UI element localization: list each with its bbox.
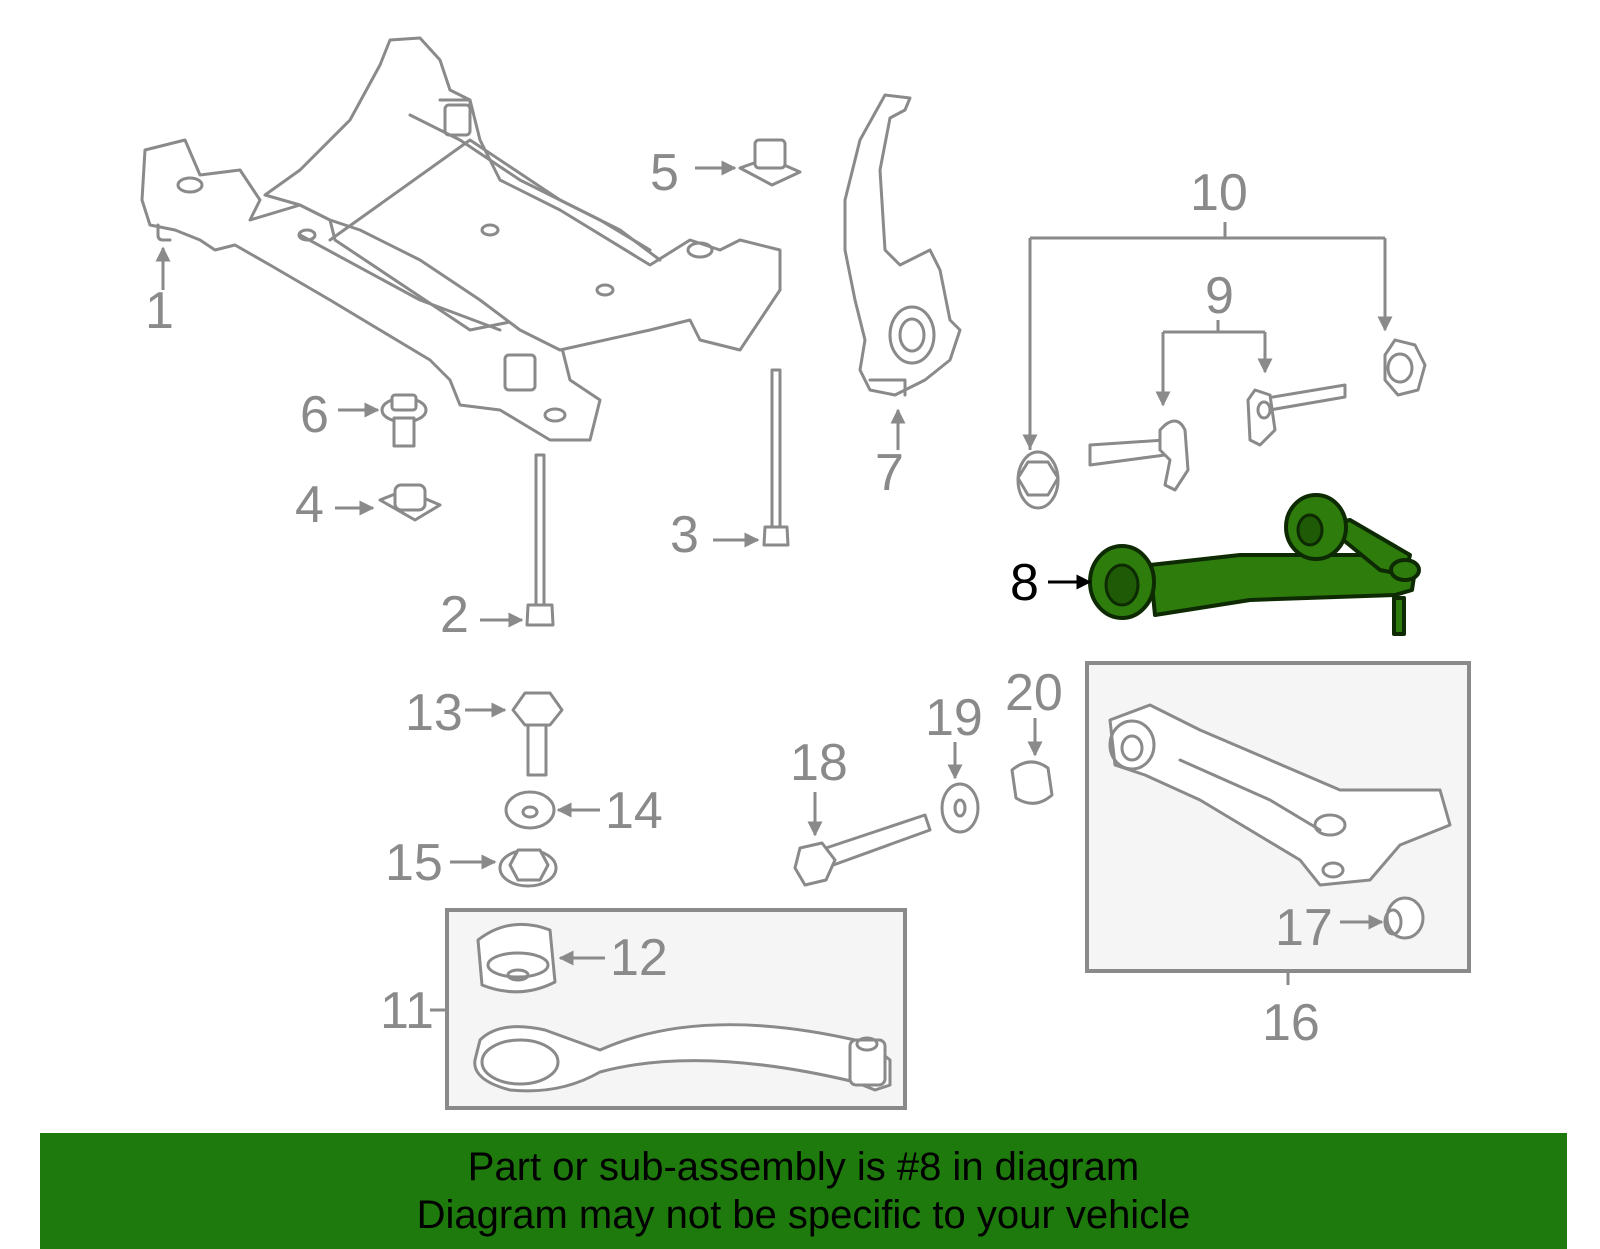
callout-6: 6: [300, 386, 329, 444]
banner-line-1: Part or sub-assembly is #8 in diagram: [467, 1145, 1140, 1189]
callout-4: 4: [295, 476, 324, 534]
bolt-part-18: [793, 813, 932, 887]
bushing-part-17: [1383, 896, 1425, 940]
callout-5: 5: [650, 144, 679, 202]
callout-9: 9: [1205, 267, 1234, 325]
nut-part-15: [498, 848, 558, 888]
callout-11: 11: [380, 982, 434, 1040]
callout-15: 15: [385, 834, 443, 892]
callout-12: 12: [610, 929, 668, 987]
callout-3: 3: [670, 506, 699, 564]
callout-20: 20: [1005, 664, 1063, 722]
bushing-part-20: [1010, 760, 1054, 805]
callout-13: 13: [405, 684, 463, 742]
callout-14: 14: [605, 782, 663, 840]
banner-line-2: Diagram may not be specific to your vehi…: [416, 1193, 1191, 1237]
long-bolt-part-2: [525, 453, 555, 627]
callout-10: 10: [1190, 164, 1248, 222]
callout-8: 8: [1010, 554, 1039, 612]
callout-17: 17: [1275, 899, 1333, 957]
flange-bolt-part-6: [380, 393, 428, 448]
long-bolt-part-3: [762, 368, 790, 547]
callout-2: 2: [440, 586, 469, 644]
callout-19: 19: [925, 689, 983, 747]
cage-nut-part-5: [738, 138, 802, 187]
washer-part-19: [940, 782, 980, 834]
upper-control-arm-part-8: [1088, 493, 1421, 636]
callout-18: 18: [790, 734, 848, 792]
lower-control-arm-part-16: [1108, 703, 1452, 887]
nut-part-10: [1016, 338, 1427, 510]
subframe-part: [140, 36, 782, 442]
washer-part-14: [504, 790, 556, 830]
steering-knuckle-part-7: [843, 93, 962, 397]
bolt-part-13: [511, 691, 564, 777]
info-banner: Part or sub-assembly is #8 in diagram Di…: [40, 1133, 1567, 1249]
callout-1: 1: [145, 282, 174, 340]
bushing-part-12: [476, 922, 557, 994]
cam-bolt-part-9: [1088, 383, 1347, 492]
callout-7: 7: [875, 444, 904, 502]
callout-16: 16: [1262, 994, 1320, 1052]
cage-nut-part-4: [378, 483, 442, 522]
control-arm-part-11: [473, 1023, 892, 1093]
